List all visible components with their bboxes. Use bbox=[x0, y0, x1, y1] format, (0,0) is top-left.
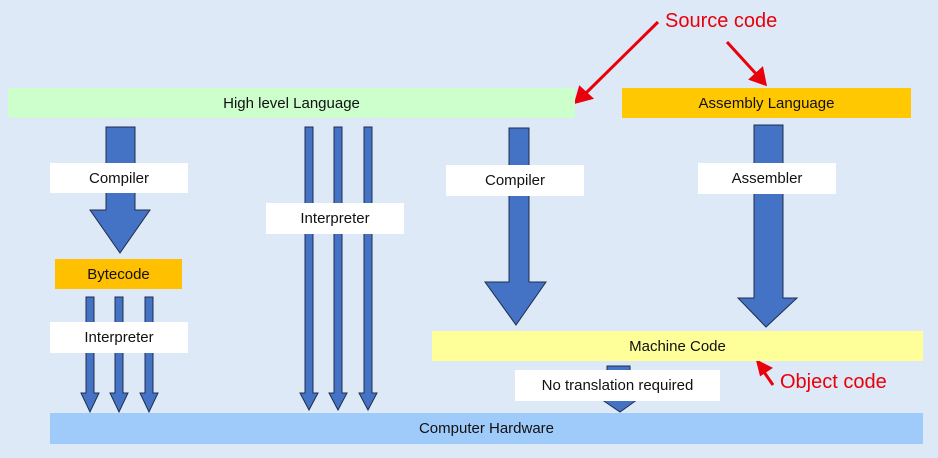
node-machine-code: Machine Code bbox=[432, 331, 923, 361]
object-code-pointer bbox=[762, 371, 775, 386]
edge-label-text: Interpreter bbox=[300, 210, 370, 227]
node-assembly-language: Assembly Language bbox=[622, 88, 911, 118]
arrow-bytecode-interp-1 bbox=[80, 296, 100, 414]
node-assembly-language-label: Assembly Language bbox=[698, 94, 835, 112]
edge-label-compiler-machine: Compiler bbox=[446, 165, 584, 196]
source-code-pointer-right bbox=[725, 40, 760, 78]
arrow-assembler bbox=[736, 124, 799, 328]
arrow-bytecode-interp-2 bbox=[109, 296, 129, 414]
edge-label-text: Compiler bbox=[484, 172, 545, 189]
node-high-level-language: High level Language bbox=[8, 88, 575, 118]
arrow-interp-3 bbox=[358, 126, 378, 412]
annotation-object-code: Object code bbox=[780, 371, 887, 393]
edge-label-text: Assembler bbox=[731, 170, 803, 187]
arrow-compiler-to-machine bbox=[484, 127, 547, 326]
edge-label-no-translation: No translation required bbox=[515, 370, 720, 401]
edge-label-assembler: Assembler bbox=[698, 163, 836, 194]
arrow-interp-1 bbox=[299, 126, 319, 412]
node-computer-hardware-label: Computer Hardware bbox=[418, 420, 555, 437]
edge-label-compiler-bytecode: Compiler bbox=[50, 163, 188, 193]
node-computer-hardware: Computer Hardware bbox=[50, 413, 923, 444]
node-high-level-language-label: High level Language bbox=[223, 94, 360, 112]
annotation-source-code: Source code bbox=[665, 10, 778, 32]
edge-label-bytecode-interpreter: Interpreter bbox=[50, 322, 188, 353]
node-bytecode-label: Bytecode bbox=[87, 265, 150, 283]
edge-label-text: Compiler bbox=[88, 169, 149, 187]
edge-label-direct-interpreter: Interpreter bbox=[266, 203, 404, 234]
node-machine-code-label: Machine Code bbox=[629, 337, 726, 355]
arrow-bytecode-interp-3 bbox=[139, 296, 159, 414]
arrow-interp-2 bbox=[328, 126, 348, 412]
edge-label-text: No translation required bbox=[541, 377, 694, 394]
source-code-pointer-left bbox=[583, 20, 660, 96]
edge-label-text: Interpreter bbox=[84, 329, 154, 346]
node-bytecode: Bytecode bbox=[55, 259, 182, 289]
